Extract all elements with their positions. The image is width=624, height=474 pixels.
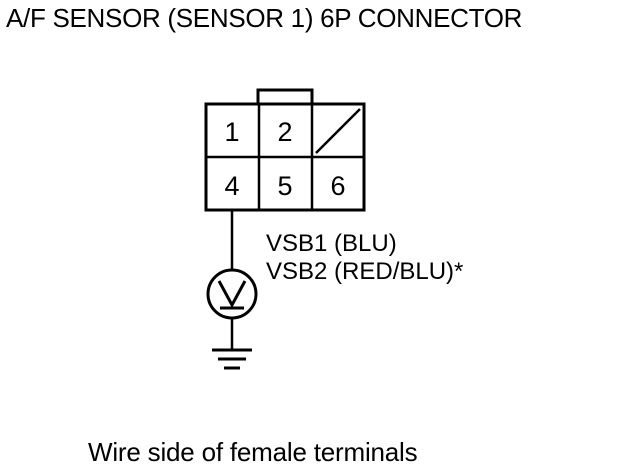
pin-5-label: 5: [277, 171, 292, 201]
connector-lock-tab: [256, 88, 314, 106]
voltmeter-icon: [206, 268, 258, 320]
wire-label-vsb1: VSB1 (BLU): [266, 230, 397, 257]
caption: Wire side of female terminals: [88, 437, 418, 467]
pin-1-label: 1: [224, 117, 239, 147]
pin-6-label: 6: [330, 171, 345, 201]
wire-label-vsb2: VSB2 (RED/BLU)*: [266, 258, 463, 285]
empty-cavity-slash-icon: [315, 108, 361, 154]
pin-4-label: 4: [224, 171, 239, 201]
ground-icon: [212, 348, 252, 370]
pin-2-label: 2: [277, 117, 292, 147]
page-title: A/F SENSOR (SENSOR 1) 6P CONNECTOR: [6, 3, 523, 33]
